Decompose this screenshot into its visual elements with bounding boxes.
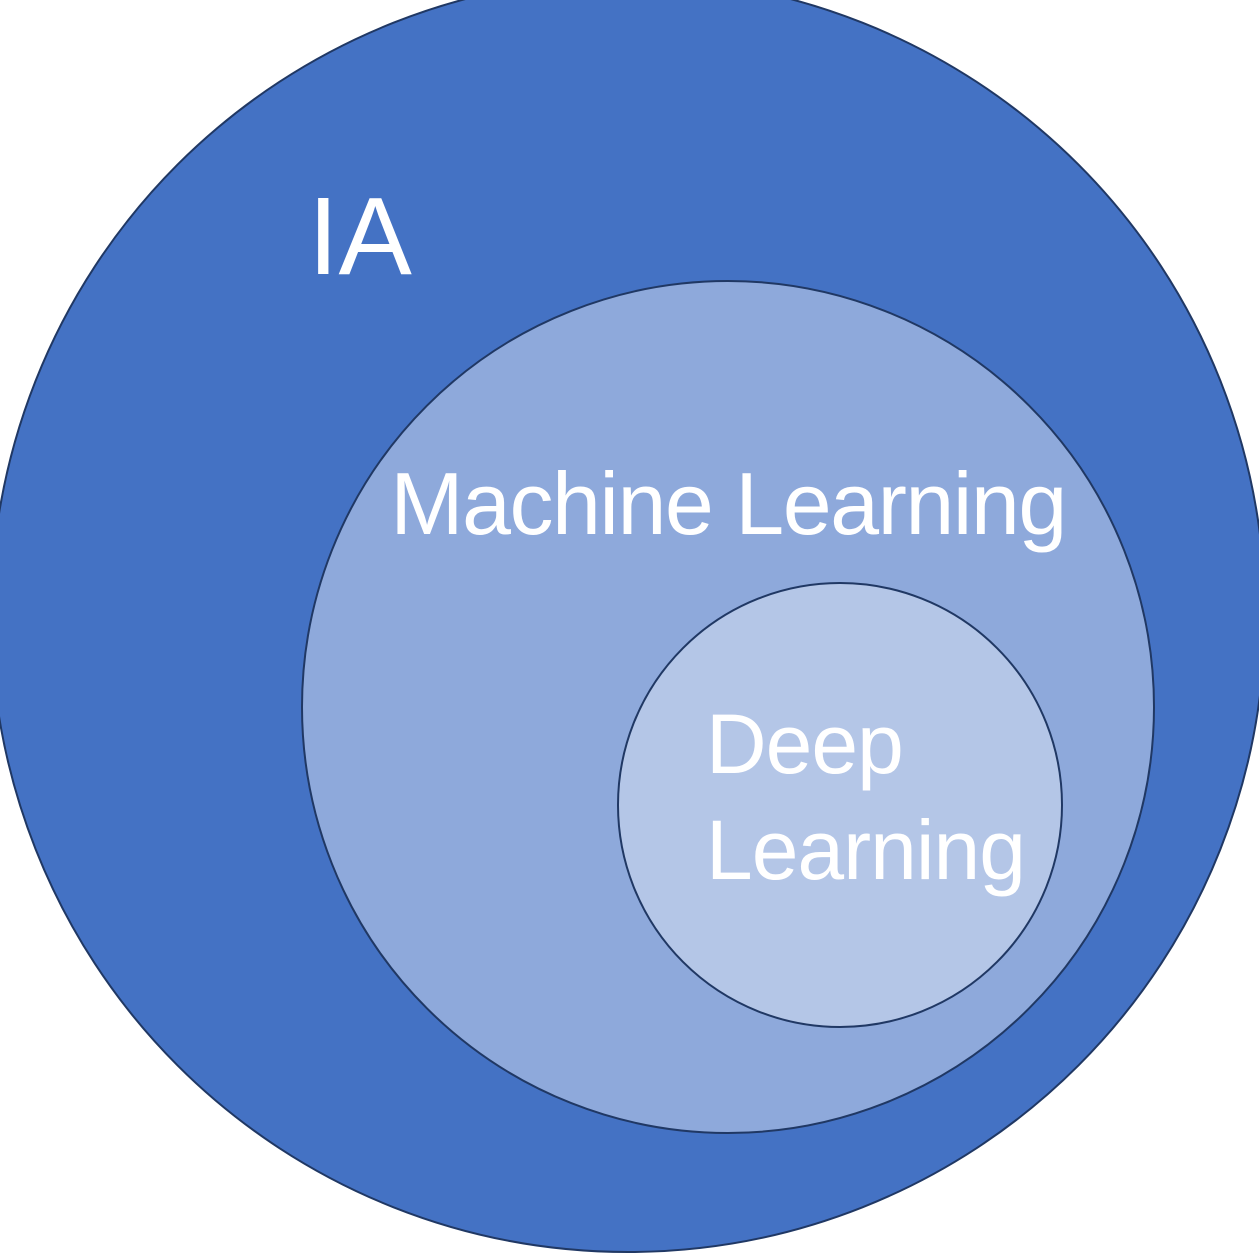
label-deep-learning-line1: Deep bbox=[706, 697, 904, 791]
label-machine-learning: Machine Learning bbox=[390, 454, 1067, 553]
circle-deep-learning bbox=[617, 582, 1063, 1028]
label-deep-learning: Deep Learning bbox=[706, 692, 1026, 904]
label-deep-learning-line2: Learning bbox=[706, 802, 1026, 897]
label-ia: IA bbox=[308, 175, 412, 298]
